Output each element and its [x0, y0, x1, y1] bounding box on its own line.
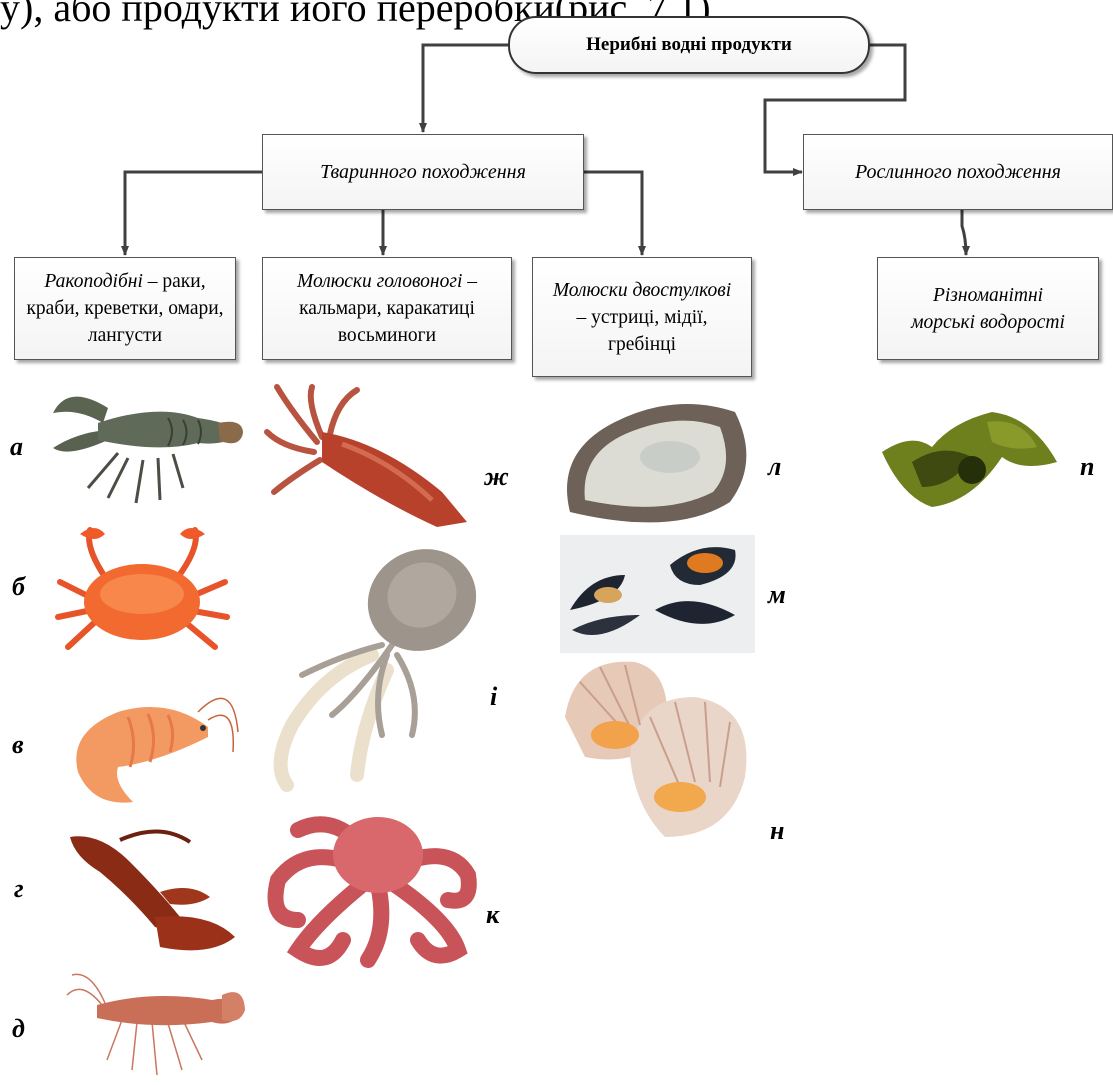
label-a: а — [10, 432, 23, 462]
label-k: к — [486, 900, 499, 930]
lobster-image — [60, 822, 240, 962]
spiny-lobster-image — [62, 970, 247, 1080]
animal-to-crustaceans-arrow — [125, 172, 262, 255]
crustaceans-node: Ракоподібні – раки, краби, креветки, ома… — [14, 257, 236, 360]
label-p: п — [1080, 452, 1094, 482]
category-animal-label: Тваринного походження — [320, 161, 526, 184]
crab-image — [50, 522, 235, 662]
label-zh: ж — [484, 462, 509, 492]
root-label: Нерибні водні продукти — [586, 34, 792, 56]
seaweed-label: Різноманітні морські водорості — [882, 282, 1094, 336]
plant-to-seaweed-arrow — [962, 210, 966, 255]
label-n: н — [770, 816, 784, 846]
category-animal-node: Тваринного походження — [262, 134, 584, 210]
octopus-image — [258, 800, 483, 970]
mussels-image — [560, 535, 755, 653]
cephalopods-node: Молюски головоногі – кальмари, каракатиц… — [262, 257, 512, 360]
bivalves-node: Молюски двостулкові – устриці, мідії, гр… — [532, 257, 752, 377]
label-b: б — [12, 572, 25, 602]
seaweed-image — [872, 392, 1067, 517]
seaweed-node: Різноманітні морські водорості — [877, 257, 1099, 360]
root-to-animal-arrow — [423, 45, 508, 132]
squid-image — [262, 382, 472, 530]
cephalopods-name: Молюски головоногі — [297, 271, 462, 292]
label-v: в — [12, 730, 24, 760]
bivalves-name: Молюски двостулкові — [553, 280, 731, 301]
oyster-image — [555, 392, 755, 532]
scallops-image — [555, 657, 755, 847]
bivalves-examples: – устриці, мідії, гребінці — [577, 307, 708, 355]
label-m: м — [768, 580, 786, 610]
crayfish-image — [48, 378, 243, 513]
category-plant-label: Рослинного походження — [855, 161, 1061, 184]
animal-to-bivalves-arrow — [584, 172, 642, 255]
category-plant-node: Рослинного походження — [803, 134, 1113, 210]
cuttlefish-image — [262, 545, 492, 795]
shrimp-image — [58, 672, 240, 812]
label-h: г — [14, 874, 24, 904]
root-node: Нерибні водні продукти — [508, 16, 870, 74]
label-i: і — [490, 682, 497, 712]
label-d: д — [12, 1014, 25, 1044]
label-l: л — [768, 452, 781, 482]
crustaceans-name: Ракоподібні — [44, 271, 142, 292]
